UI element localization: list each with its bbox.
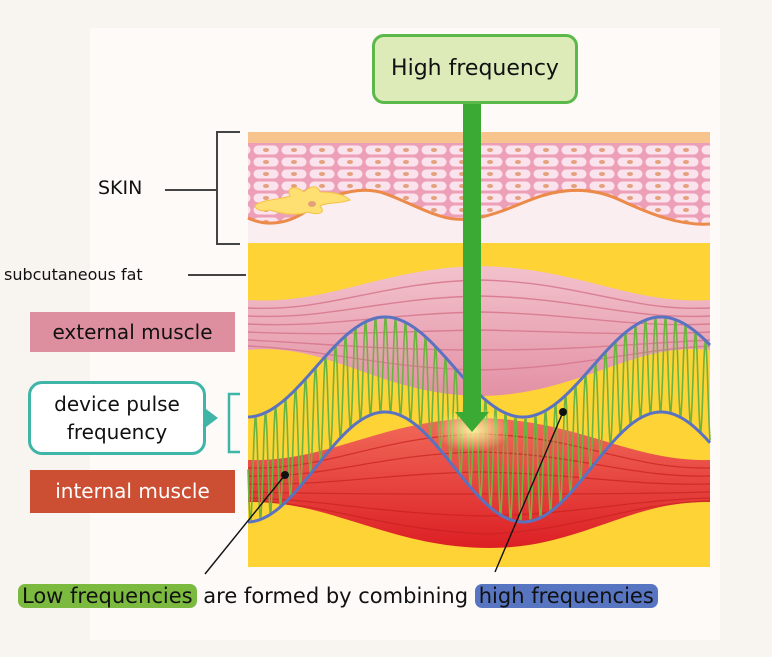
callout-pointer-icon <box>206 409 218 427</box>
melanocyte-cell <box>254 186 351 215</box>
external-muscle-label: external muscle <box>30 312 235 352</box>
high-frequency-arrow <box>455 104 489 432</box>
device-pulse-line2: frequency <box>66 420 168 444</box>
low-frequency-pointer-dot <box>281 471 289 479</box>
pulse-bracket <box>227 392 240 454</box>
high-frequency-label: High frequency <box>372 34 578 104</box>
subcutaneous-fat-label: subcutaneous fat <box>4 265 143 284</box>
caption-high-frequencies: high frequencies <box>474 584 658 608</box>
caption: Low frequencies are formed by combining … <box>18 580 658 612</box>
skin-bracket <box>216 131 240 245</box>
high-frequency-pointer-line <box>494 411 564 573</box>
device-pulse-frequency-callout: device pulse frequency <box>28 381 206 455</box>
caption-low-frequencies: Low frequencies <box>18 584 197 608</box>
caption-middle: are formed by combining <box>196 584 475 608</box>
high-frequency-wave <box>247 318 711 521</box>
low-frequency-pointer-line <box>204 474 286 575</box>
high-frequency-pointer-dot <box>559 408 567 416</box>
skin-label: SKIN <box>98 177 143 199</box>
device-pulse-line1: device pulse <box>54 392 180 416</box>
low-frequency-envelope-lower <box>247 410 712 524</box>
internal-muscle-label: internal muscle <box>30 470 235 513</box>
